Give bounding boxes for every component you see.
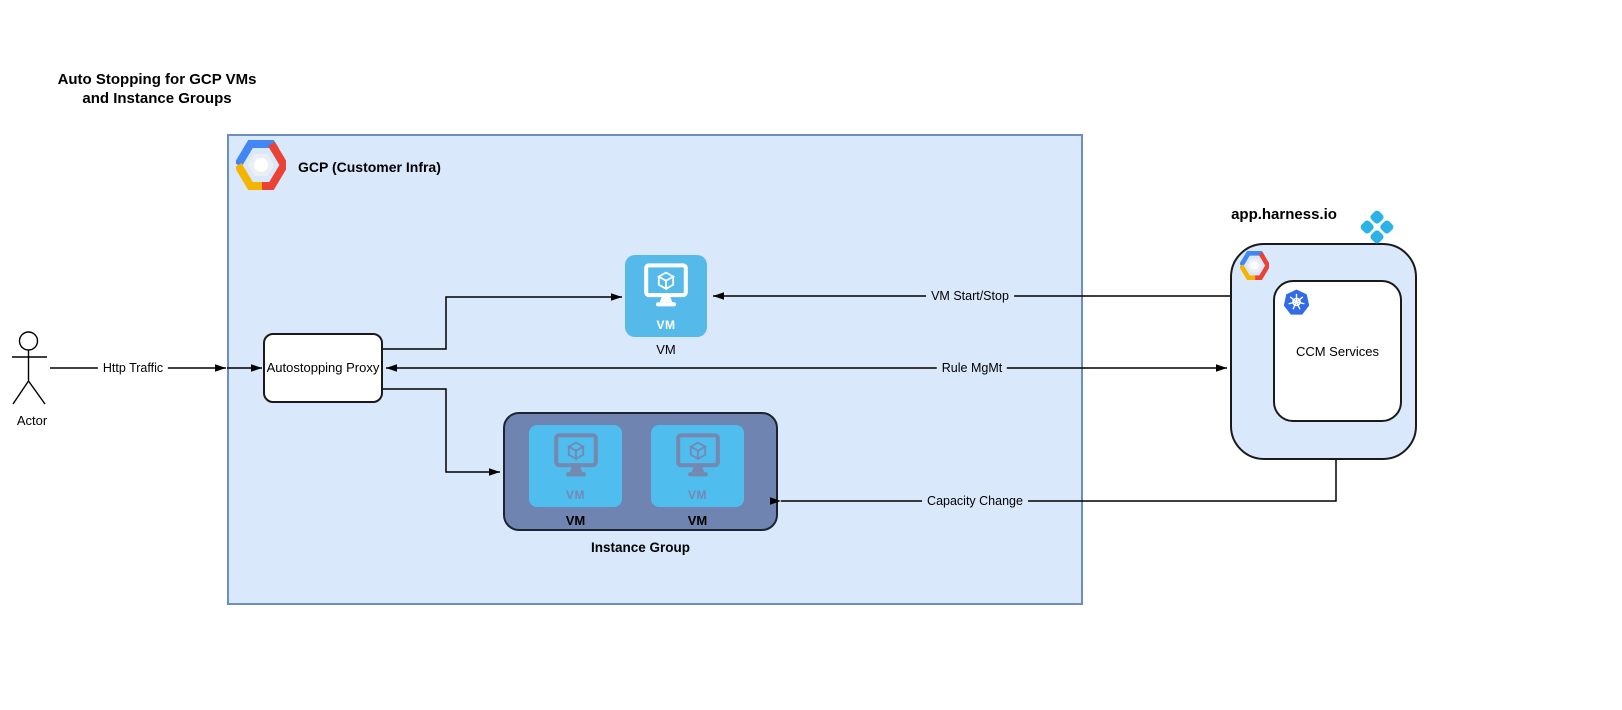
harness-label: app.harness.io: [1231, 206, 1337, 223]
vm-monitor-icon: [675, 433, 720, 477]
instance-group-vm-2: VM: [651, 425, 744, 507]
gcp-logo-icon: [236, 140, 286, 190]
harness-logo-icon: [1360, 210, 1394, 244]
diagram-title: Auto Stopping for GCP VMs and Instance G…: [36, 70, 278, 108]
instance-group-caption: Instance Group: [590, 540, 690, 555]
gcp-container-label: GCP (Customer Infra): [298, 159, 441, 175]
instance-group-vm-1-badge: VM: [566, 488, 585, 502]
edge-label-rule-mgmt: Rule MgMt: [936, 360, 1008, 376]
edge-label-capacity-change: Capacity Change: [922, 493, 1028, 509]
actor-figure: [12, 331, 47, 405]
vm-node: VM: [625, 255, 707, 337]
instance-group-vm-2-caption: VM: [687, 513, 708, 528]
autostopping-proxy-node: Autostopping Proxy: [263, 333, 383, 403]
vm-monitor-icon: [644, 263, 688, 307]
instance-group-vm-1-caption: VM: [565, 513, 586, 528]
instance-group-node: VM VM VM VM: [503, 412, 778, 531]
kubernetes-icon: [1283, 289, 1310, 315]
vm-node-caption: VM: [656, 342, 676, 357]
vm-monitor-icon: [553, 433, 598, 477]
actor-caption: Actor: [16, 413, 48, 428]
instance-group-vm-2-badge: VM: [688, 488, 707, 502]
diagram-title-line2: and Instance Groups: [82, 90, 232, 107]
ccm-services-label: CCM Services: [1295, 343, 1380, 359]
edge-label-http-traffic: Http Traffic: [97, 360, 169, 376]
gcp-logo-icon: [1240, 251, 1269, 280]
autostopping-proxy-label: Autostopping Proxy: [266, 360, 380, 375]
vm-node-badge: VM: [656, 318, 676, 332]
edge-label-vm-start-stop: VM Start/Stop: [926, 288, 1014, 304]
diagram-title-line1: Auto Stopping for GCP VMs: [57, 71, 257, 88]
instance-group-vm-1: VM: [529, 425, 622, 507]
